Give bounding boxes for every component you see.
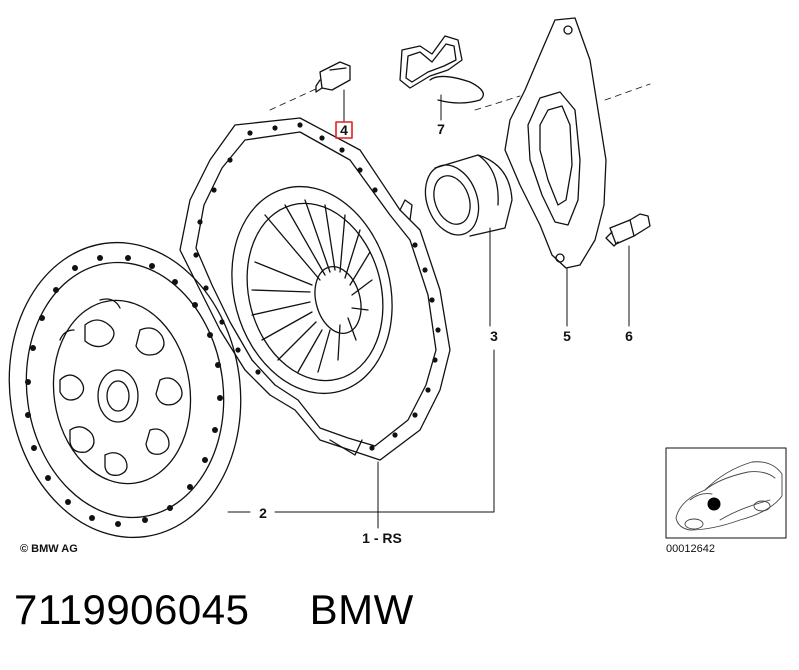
drawing-number: 00012642 xyxy=(666,543,715,555)
vehicle-locator-inset xyxy=(665,447,787,539)
brand-name: BMW xyxy=(309,586,414,633)
clutch-disc-drawing xyxy=(8,241,242,539)
callout-5: 5 xyxy=(563,328,571,344)
callout-7: 7 xyxy=(437,121,445,137)
guide-plate-drawing xyxy=(504,17,607,269)
part-number: 7119906045 xyxy=(14,586,250,633)
location-marker-icon xyxy=(707,497,721,511)
part-caption: 7119906045 BMW xyxy=(14,586,414,634)
clutch-disc-rivets xyxy=(25,255,223,527)
assembly-axis-lines xyxy=(269,83,651,111)
spring-clip-drawing xyxy=(399,35,484,104)
bolt-drawing xyxy=(315,61,351,93)
pressure-plate-drawing xyxy=(179,117,451,461)
callout-6: 6 xyxy=(625,328,633,344)
callout-4-highlight-box xyxy=(335,121,353,139)
stud-drawing xyxy=(605,213,651,247)
pressure-plate-holes xyxy=(193,122,441,451)
leader-lines xyxy=(227,89,630,529)
callout-2: 2 xyxy=(259,505,267,521)
callout-3: 3 xyxy=(490,328,498,344)
release-bearing-drawing xyxy=(424,154,513,237)
callout-1: 1 - RS xyxy=(362,530,402,546)
copyright-notice: © BMW AG xyxy=(20,543,78,555)
callout-4: 4 xyxy=(340,122,348,138)
